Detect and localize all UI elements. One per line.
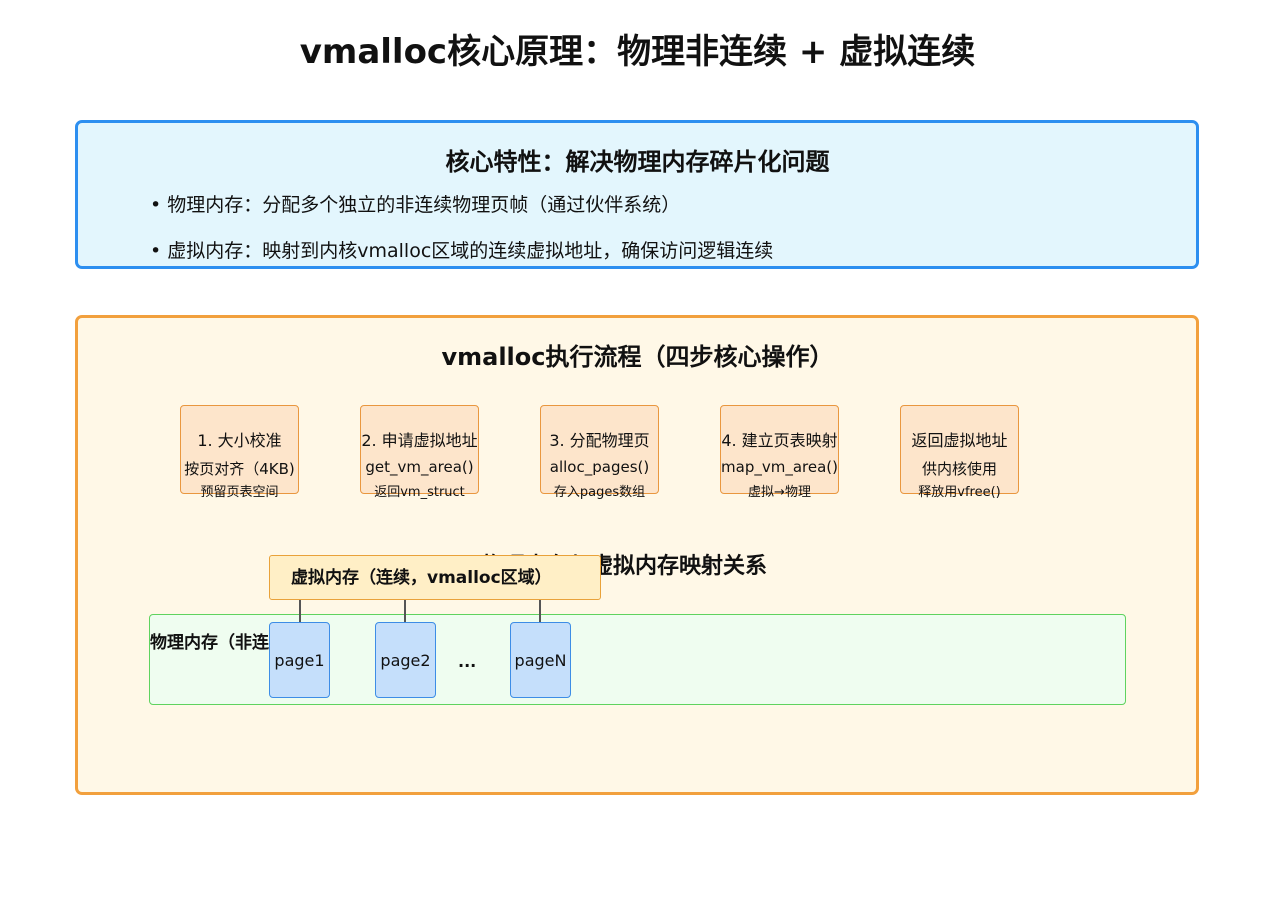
step-detail: 供内核使用 <box>921 460 997 478</box>
step-request-vaddr: 2. 申请虚拟地址 get_vm_area() 返回vm_struct <box>360 405 479 500</box>
bullet-virtual: • 虚拟内存：映射到内核vmalloc区域的连续虚拟地址，确保访问逻辑连续 <box>150 240 774 262</box>
step-note: 返回vm_struct <box>374 485 465 500</box>
map-line-page1 <box>299 600 301 622</box>
core-feature-heading: 核心特性：解决物理内存碎片化问题 <box>445 148 830 176</box>
step-note: 虚拟→物理 <box>748 485 811 500</box>
page-title: vmalloc核心原理：物理非连续 + 虚拟连续 <box>299 32 976 72</box>
step-detail: get_vm_area() <box>365 458 474 476</box>
physical-page-n: pageN <box>510 622 571 698</box>
step-detail: map_vm_area() <box>721 458 838 476</box>
physical-page-1: page1 <box>269 622 330 698</box>
bullet-physical: • 物理内存：分配多个独立的非连续物理页帧（通过伙伴系统） <box>150 194 681 216</box>
step-note: 释放用vfree() <box>918 485 1001 500</box>
physical-memory-label: 物理内存（非连续） <box>150 633 303 653</box>
physical-page-2: page2 <box>375 622 436 698</box>
step-title: 3. 分配物理页 <box>549 431 650 450</box>
step-title: 1. 大小校准 <box>197 431 282 450</box>
step-title: 4. 建立页表映射 <box>721 431 838 450</box>
map-line-page2 <box>404 600 406 622</box>
step-alloc-pages: 3. 分配物理页 alloc_pages() 存入pages数组 <box>540 405 659 500</box>
flow-heading: vmalloc执行流程（四步核心操作） <box>441 343 834 371</box>
step-detail: alloc_pages() <box>549 458 650 476</box>
flow-panel <box>75 315 1199 795</box>
core-feature-panel <box>75 120 1199 269</box>
step-size-align: 1. 大小校准 按页对齐（4KB) 预留页表空间 <box>180 405 299 500</box>
step-note: 预留页表空间 <box>200 485 279 500</box>
step-title: 2. 申请虚拟地址 <box>361 431 478 450</box>
pages-ellipsis: ... <box>458 652 477 671</box>
map-line-pageN <box>539 600 541 622</box>
step-detail: 按页对齐（4KB) <box>184 460 295 478</box>
step-map-pagetable: 4. 建立页表映射 map_vm_area() 虚拟→物理 <box>720 405 839 500</box>
virtual-memory-box: 虚拟内存（连续，vmalloc区域） <box>269 555 601 600</box>
step-title: 返回虚拟地址 <box>911 431 1008 450</box>
step-return-vaddr: 返回虚拟地址 供内核使用 释放用vfree() <box>900 405 1019 500</box>
step-note: 存入pages数组 <box>553 485 646 500</box>
